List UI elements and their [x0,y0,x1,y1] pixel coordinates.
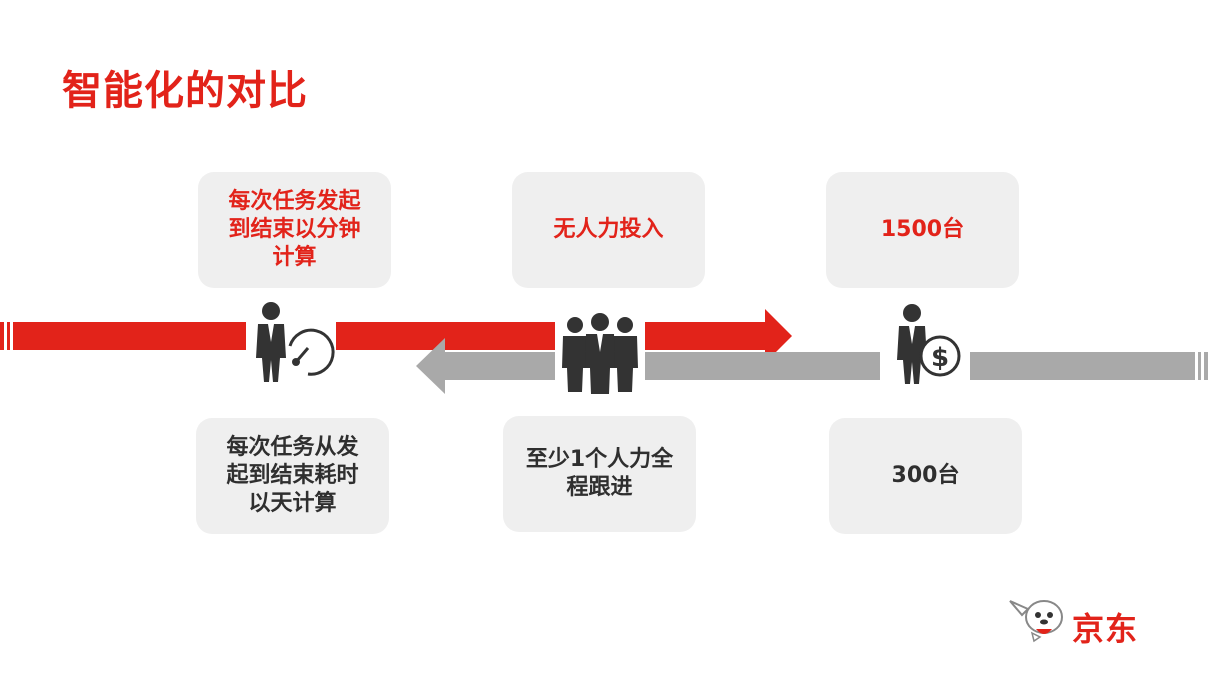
bottom-box-3-line: 300台 [891,463,960,488]
top-box-1-line: 每次任务发起 [228,189,361,214]
gray-arrow-band [416,338,1208,394]
bottom-box-2-line: 至少1个人力全 [525,447,674,472]
bottom-box-1-line: 每次任务从发 [226,435,359,460]
bottom-box-1: 每次任务从发 起到结束耗时 以天计算 [196,418,389,534]
person-stopwatch-icon [246,298,336,392]
bottom-box-2: 至少1个人力全 程跟进 [503,416,696,532]
top-box-3-line: 1500台 [880,217,965,242]
top-box-2-line: 无人力投入 [553,217,664,242]
top-box-2: 无人力投入 [512,172,705,288]
top-box-1: 每次任务发起 到结束以分钟 计算 [198,172,391,288]
slide-title: 智能化的对比 [62,68,308,114]
bottom-box-3: 300台 [829,418,1022,534]
jd-logo-text: 京东 [1072,610,1139,648]
bottom-box-1-line: 以天计算 [248,491,337,516]
red-arrow-band [0,309,792,363]
bottom-box-2-line: 程跟进 [566,475,633,500]
team-icon [555,300,645,399]
top-box-1-line: 到结束以分钟 [228,217,361,242]
top-box-1-line: 计算 [272,245,317,270]
jd-mascot-logo-icon [1008,595,1070,647]
person-dollar-icon: $ [882,298,970,392]
bottom-box-1-line: 起到结束耗时 [226,463,359,488]
top-box-3: 1500台 [826,172,1019,288]
svg-text:$: $ [931,343,949,373]
